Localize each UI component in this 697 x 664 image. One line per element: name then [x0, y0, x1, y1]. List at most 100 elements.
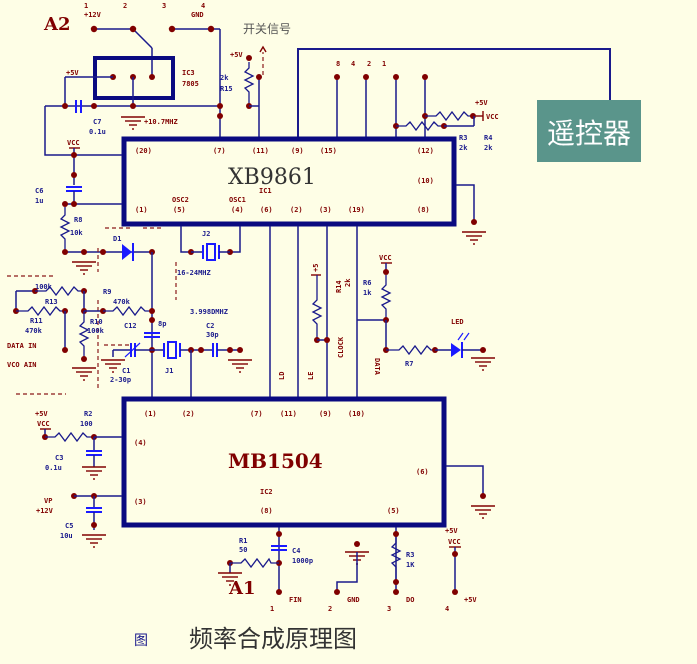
- keypad-pad-4: [363, 74, 369, 80]
- ic2-ref: IC2: [260, 488, 273, 496]
- remote-control-box: [537, 100, 641, 162]
- data-in-label: DATA IN: [7, 342, 37, 350]
- c3-ref: C3: [55, 454, 63, 462]
- a2-pin2-pad: [129, 25, 137, 33]
- r2-value: 100: [80, 420, 93, 428]
- r1-ref: R1: [239, 537, 247, 545]
- r15-value: 2k: [220, 74, 229, 82]
- r10-resistor: [78, 311, 90, 359]
- j2-ref: J2: [202, 230, 210, 238]
- a1-pin4-pad: [452, 589, 458, 595]
- ic2-pin-10: (10): [348, 410, 365, 418]
- ic1-osc1: OSC1: [229, 196, 246, 204]
- bottom-supply: +5V: [445, 527, 458, 535]
- r3-ref: R3: [459, 134, 467, 142]
- r3b-top-pad: [393, 531, 399, 537]
- ic1-pin-8: (8): [417, 206, 430, 214]
- r10-ref: R10: [90, 318, 103, 326]
- r15-top-pad: [246, 55, 252, 61]
- a2-pin-4: 4: [201, 2, 205, 10]
- variable-cap-arrow-icon: [124, 342, 141, 358]
- a2-pin-1: 1: [84, 2, 88, 10]
- ic2-pin6-pad: [480, 493, 486, 499]
- r2-supply: +5V: [35, 410, 48, 418]
- clock-signal-label: CLOCK: [337, 336, 345, 358]
- d1-left-pad: [100, 249, 106, 255]
- r14-resistor: [311, 275, 323, 340]
- ic2-pin-9: (9): [319, 410, 332, 418]
- a1-pin3-pad: [393, 589, 399, 595]
- keypad-pad-2: [393, 74, 399, 80]
- c1-ref: C1: [122, 367, 130, 375]
- c5-bottom-pad: [91, 522, 97, 528]
- vco-ain-label: VCO AIN: [7, 361, 37, 369]
- ic1-name: XB9861: [228, 165, 316, 190]
- ic2-pin-7: (7): [250, 410, 263, 418]
- ic2-pin-6: (6): [416, 468, 429, 476]
- c2-value: 30p: [206, 331, 219, 339]
- crystal-icon: [167, 341, 177, 359]
- a2-wires: [94, 28, 221, 140]
- ic2-pin-4: (4): [134, 439, 147, 447]
- r11-value: 470k: [25, 327, 43, 335]
- ic1-pin-7: (7): [213, 147, 226, 155]
- a2-pin3-pad: [168, 25, 176, 33]
- data-in-pad: [62, 347, 68, 353]
- ic1-pin-9: (9): [291, 147, 304, 155]
- ic1-pin-10: (10): [417, 177, 434, 185]
- c7-value: 0.1u: [89, 128, 106, 136]
- keypad-pad-1: [422, 74, 428, 80]
- ic3-ref: IC3: [182, 69, 195, 77]
- r14-ref: R14: [335, 280, 343, 293]
- r8-ref: R8: [74, 216, 82, 224]
- ic2-name: MB1504: [228, 449, 323, 473]
- ic1-pin-5: (5): [173, 206, 186, 214]
- r7-ref: R7: [405, 360, 413, 368]
- connector-a1-label: A1: [228, 578, 256, 599]
- r1-resistor: [230, 557, 279, 569]
- gnd-pin-pad: [354, 541, 360, 547]
- ic1-pin-1: (1): [135, 206, 148, 214]
- switch-signal-arrow-icon: [259, 45, 267, 53]
- ic1-pin-15: (15): [320, 147, 337, 155]
- remote-control-label: 遥控器: [547, 117, 631, 150]
- r13-resistor: [35, 285, 84, 297]
- c1-value: 2-30p: [110, 376, 131, 384]
- r6-ref: R6: [363, 279, 371, 287]
- ic3-freq-label: +10.7MHZ: [144, 118, 178, 126]
- ic2-pin-1: (1): [144, 410, 157, 418]
- a1-pin1-pad: [276, 589, 282, 595]
- ld-signal-label: LD: [278, 372, 286, 380]
- le-node: [324, 337, 330, 343]
- vcc-pad: [470, 113, 476, 119]
- r13-ref: R13: [45, 298, 58, 306]
- a1-pin-do: DO: [406, 596, 414, 604]
- led-gnd-pad: [480, 347, 486, 353]
- ground-icon: [81, 466, 107, 480]
- ic1-pin10-pad: [471, 219, 477, 225]
- r4-value: 2k: [484, 144, 493, 152]
- vcc-label-r6: VCC: [379, 254, 392, 262]
- a2-pin1-pad: [90, 25, 98, 33]
- r2-resistor: [45, 431, 94, 443]
- c4-top-pad: [276, 531, 282, 537]
- le-signal-label: LE: [307, 372, 315, 380]
- r8-resistor: [59, 207, 71, 252]
- c12-value: 8p: [158, 320, 166, 328]
- c2-gnd-pad: [237, 347, 243, 353]
- r10-value: 100k: [87, 327, 105, 335]
- ic1-pin7-node: [217, 113, 223, 119]
- switch-signal-label: 开关信号: [243, 22, 291, 36]
- r14-value: 2k: [344, 278, 352, 287]
- c5-ref: C5: [65, 522, 73, 530]
- a1-pin-5v: +5V: [464, 596, 477, 604]
- ic2-pin-11: (11): [280, 410, 297, 418]
- ic1-pin1-node: [71, 201, 77, 207]
- r15-node: [217, 103, 223, 109]
- r11-resistor: [16, 305, 65, 317]
- r6-top-pad: [383, 269, 389, 275]
- a1-pin2-pad: [334, 589, 340, 595]
- r4-ref: R4: [484, 134, 492, 142]
- ground-icon: [227, 359, 253, 373]
- c2-ref: C2: [206, 322, 214, 330]
